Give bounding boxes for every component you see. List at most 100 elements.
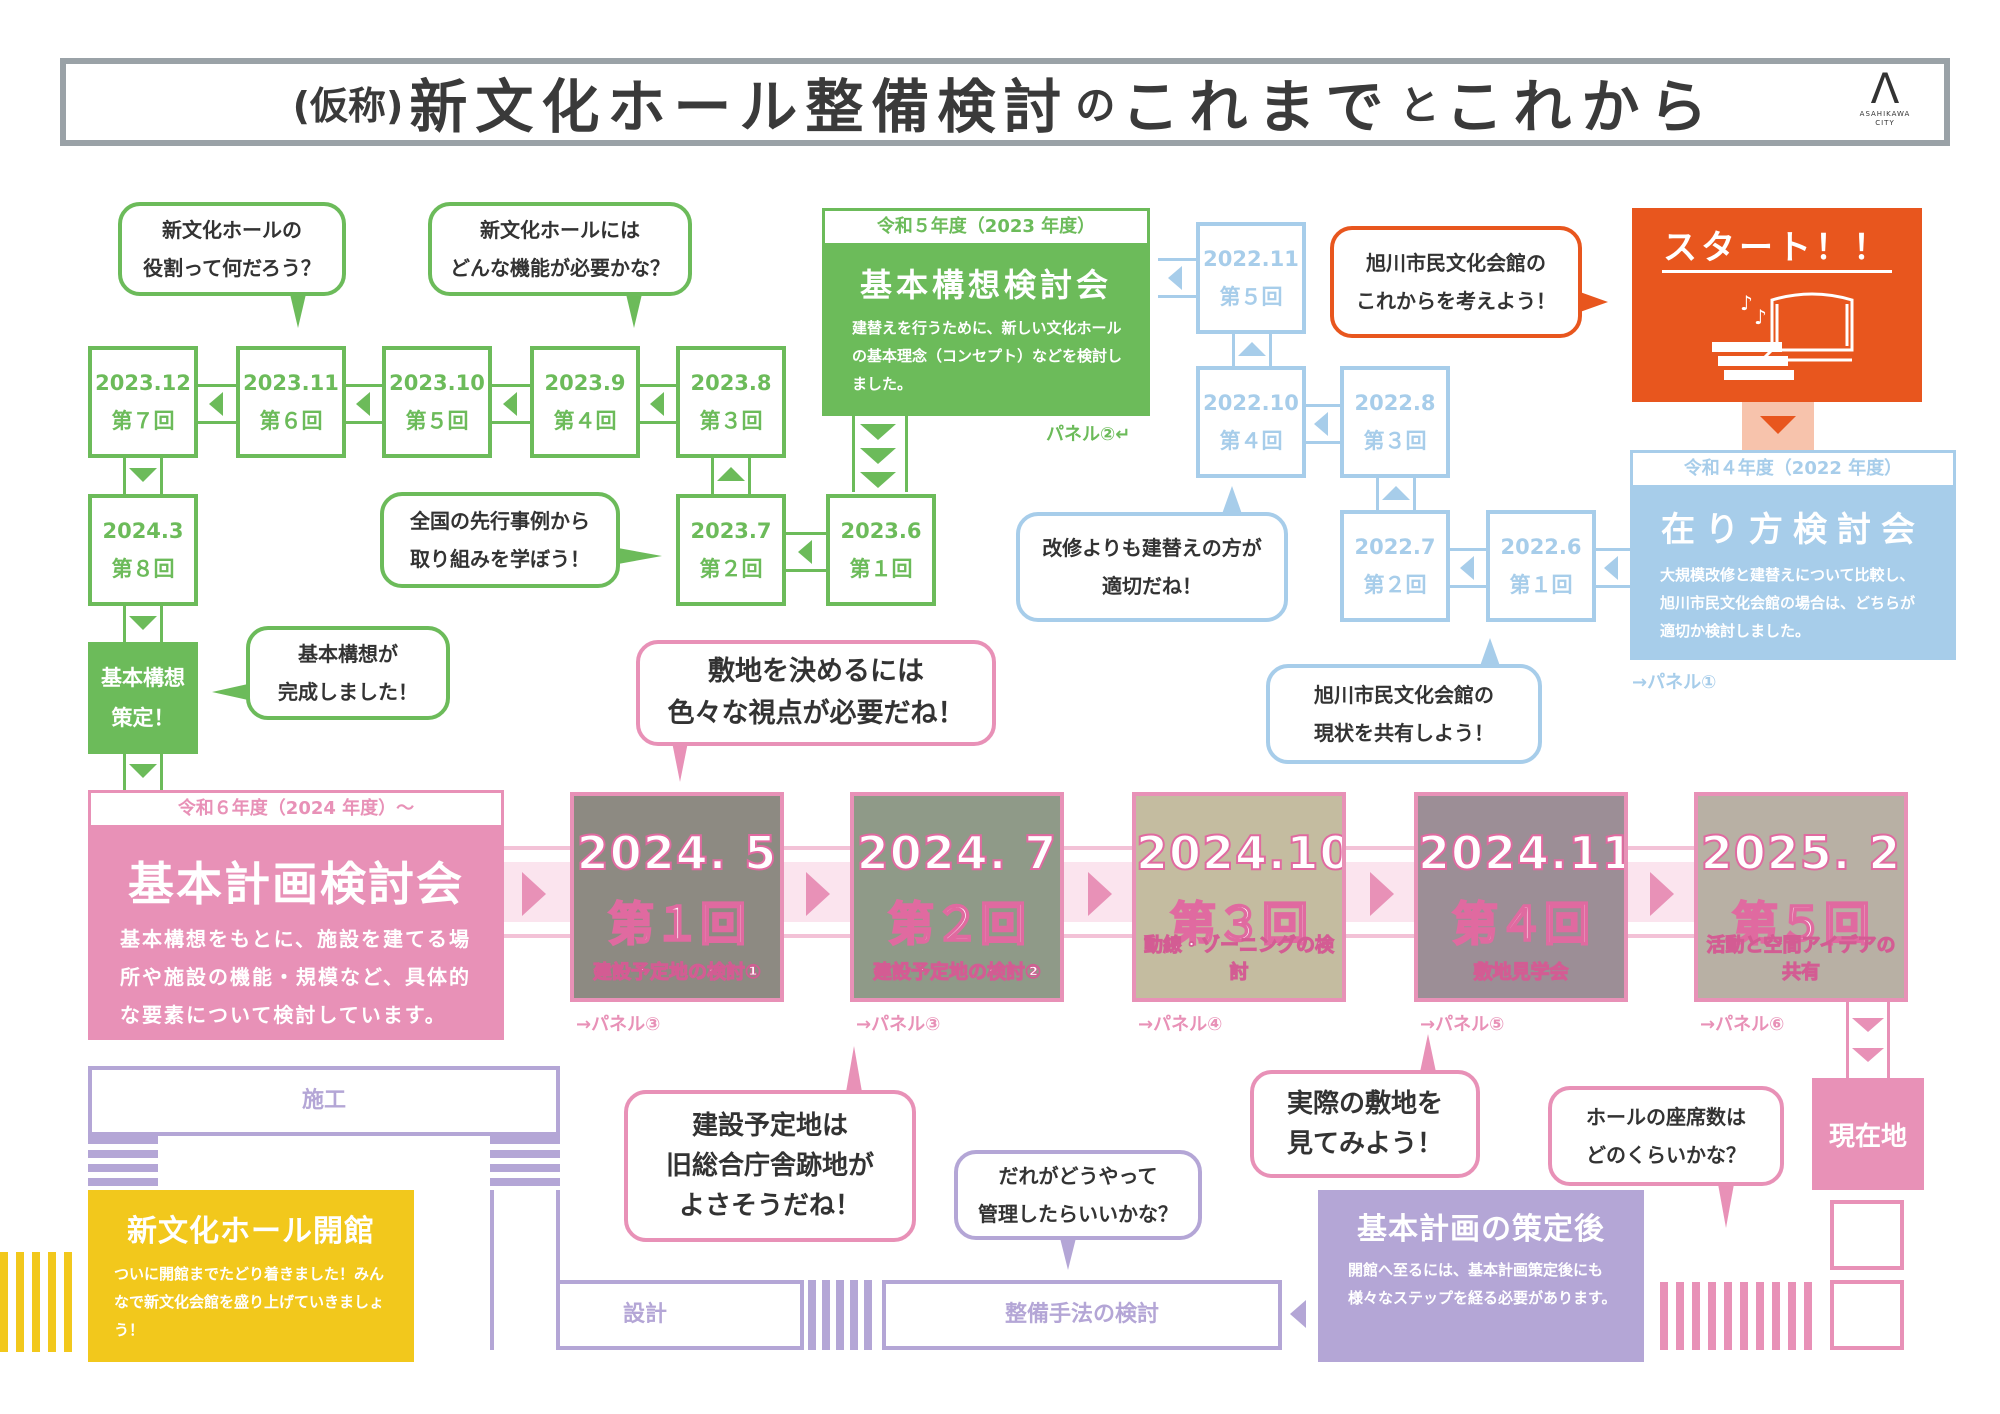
meeting-2025-2[interactable]: 2025. 2 第５回 活動と空間アイデアの共有	[1694, 792, 1908, 1002]
panel-5-text: パネル⑤	[1435, 1014, 1505, 1035]
bubble-kaishu-tail	[1222, 486, 1242, 514]
meeting-2024-5[interactable]: 2024. 5 第１回 建設予定地の検討①	[570, 792, 784, 1002]
kousou-done-box: 基本構想 策定！	[88, 642, 198, 754]
bubble-jissai-l1: 実際の敷地を	[1286, 1089, 1443, 1119]
bubble-kanri-l2: 管理したらいいかな？	[978, 1202, 1178, 1226]
bubble-kanri-tail	[1060, 1238, 1076, 1270]
green-arrow-left-e	[356, 392, 370, 416]
pink-arrow-right-5	[1650, 872, 1674, 916]
meeting-2024-11-date: 2024.11	[1418, 825, 1628, 881]
page-title: (仮称) 新文化ホール整備検討 の これまで と これから	[66, 64, 1944, 141]
bubble-kousou-done-tail	[212, 684, 248, 700]
bubble-korekara: 旭川市民文化会館の これからを考えよう！	[1330, 226, 1582, 338]
panel-6-label: →パネル⑥	[1700, 1014, 1785, 1035]
opening-panel: 新文化ホール開館 ついに開館までたどり着きました！みんなで新文化会館を盛り上げて…	[88, 1190, 414, 1362]
meeting-2025-2-photo	[1698, 796, 1904, 998]
pink-arrow-down-a	[1852, 1018, 1884, 1032]
meeting-2024-7[interactable]: 2024. 7 第２回 建設予定地の検討②	[850, 792, 1064, 1002]
meeting-2023-2[interactable]: 2023.7 第２回	[676, 494, 786, 606]
meeting-2024-5-num: 第１回	[607, 896, 747, 952]
phase-2023-panel: 基本構想検討会 建替えを行うために、新しい文化ホールの基本理念（コンセプト）など…	[822, 246, 1150, 416]
after-desc: 開館へ至るには、基本計画策定後にも様々なステップを経る必要があります。	[1348, 1261, 1617, 1307]
green-arrow-left-f	[209, 392, 223, 416]
phase-2024-desc: 基本構想をもとに、施設を建てる場所や施設の機能・規模など、具体的な要素について検…	[120, 927, 471, 1027]
bubble-function-l1: 新文化ホールには	[480, 218, 640, 242]
green-arrow-left-c	[650, 392, 664, 416]
meeting-2023-3[interactable]: 2023.8 第３回	[676, 346, 786, 458]
meeting-2025-2-num: 第５回	[1731, 896, 1871, 952]
green-arrow-down-g	[129, 468, 157, 482]
blue-arrow-left-a	[1604, 556, 1618, 580]
meeting-2023-1[interactable]: 2023.6 第１回	[826, 494, 936, 606]
meeting-2024-11[interactable]: 2024.11 第４回 敷地見学会	[1414, 792, 1628, 1002]
green-arrow-down-i	[129, 764, 157, 778]
bubble-kyusogo: 建設予定地は 旧総合庁舎跡地が よさそうだね！	[624, 1090, 916, 1242]
meeting-2023-7-date: 2023.12	[95, 371, 191, 395]
start-panel: スタート！！ ♪ ♪	[1632, 208, 1922, 402]
bubble-jissai: 実際の敷地を 見てみよう！	[1250, 1070, 1480, 1178]
bubble-jissai-tail	[1420, 1034, 1436, 1072]
blue-arrow-left-d	[1314, 412, 1328, 436]
meeting-2023-6[interactable]: 2023.11 第６回	[236, 346, 346, 458]
phase-2022-header: 令和４年度（2022 年度）	[1630, 450, 1956, 488]
after-panel: 基本計画の策定後 開館へ至るには、基本計画策定後にも様々なステップを経る必要があ…	[1318, 1190, 1644, 1362]
bubble-role-l2: 役割って何だろう？	[143, 256, 321, 280]
panel-4-text: パネル④	[1153, 1014, 1223, 1035]
green-arrow-down-1b	[860, 448, 896, 464]
bubble-role-tail	[290, 294, 306, 328]
bubble-shiten-tail	[672, 742, 688, 782]
meeting-2024-10[interactable]: 2024.10 第３回 動線・ゾーニングの検討	[1132, 792, 1346, 1002]
meeting-2023-5[interactable]: 2023.10 第５回	[382, 346, 492, 458]
panel-3b-label: →パネル③	[856, 1014, 941, 1035]
bubble-kousou-done: 基本構想が 完成しました！	[246, 626, 450, 720]
meeting-2024-5-date: 2024. 5	[576, 825, 778, 881]
panel-3a-label: →パネル③	[576, 1014, 661, 1035]
bubble-genjo-l1: 旭川市民文化会館の	[1314, 683, 1494, 707]
meeting-2022-3[interactable]: 2022.8 第３回	[1340, 366, 1450, 478]
bubble-zaseki: ホールの座席数は どのくらいかな？	[1548, 1086, 1784, 1186]
blue-arrow-left-b	[1460, 556, 1474, 580]
green-arrow-down-1c	[860, 472, 896, 488]
step-seko[interactable]: 施工	[88, 1066, 560, 1136]
meeting-2024-7-photo	[854, 796, 1060, 998]
meeting-2023-3-num: 第３回	[699, 409, 763, 433]
meeting-2024-3[interactable]: 2024.3 第８回	[88, 494, 198, 606]
bubble-zaseki-l2: どのくらいかな？	[1586, 1143, 1746, 1167]
meeting-2022-3-date: 2022.8	[1354, 391, 1436, 415]
meeting-2023-5-date: 2023.10	[389, 371, 485, 395]
panel-3a-text: パネル③	[591, 1014, 661, 1035]
meeting-2023-4[interactable]: 2023.9 第４回	[530, 346, 640, 458]
green-arrow-down-1a	[860, 424, 896, 440]
blue-arrow-up-c	[1382, 486, 1410, 500]
bubble-senko-l1: 全国の先行事例から	[410, 509, 590, 533]
meeting-2022-3-num: 第３回	[1363, 429, 1427, 453]
phase-2023-desc: 建替えを行うために、新しい文化ホールの基本理念（コンセプト）などを検討しました。	[852, 319, 1123, 393]
meeting-2023-1-num: 第１回	[849, 557, 913, 581]
step-seibi[interactable]: 整備手法の検討	[882, 1280, 1282, 1350]
meeting-2024-10-caption: 動線・ゾーニングの検討	[1143, 934, 1334, 984]
meeting-2024-3-date: 2024.3	[102, 519, 184, 543]
bubble-role: 新文化ホールの 役割って何だろう？	[118, 202, 346, 296]
meeting-2023-4-num: 第４回	[553, 409, 617, 433]
pink-arrow-down-b	[1852, 1048, 1884, 1062]
bubble-function-tail	[626, 294, 642, 328]
meeting-2023-2-date: 2023.7	[690, 519, 772, 543]
panel-5-label: →パネル⑤	[1420, 1014, 1505, 1035]
meeting-2024-7-date: 2024. 7	[856, 825, 1058, 881]
bubble-zaseki-tail	[1718, 1184, 1734, 1228]
meeting-2022-5[interactable]: 2022.11 第５回	[1196, 222, 1306, 334]
meeting-2022-4-date: 2022.10	[1203, 391, 1299, 415]
asahikawa-logo: Λ ASAHIKAWA CITY	[1855, 68, 1915, 138]
meeting-2022-1[interactable]: 2022.6 第１回	[1486, 510, 1596, 622]
meeting-2022-2[interactable]: 2022.7 第２回	[1340, 510, 1450, 622]
after-title: 基本計画の策定後	[1357, 1212, 1605, 1247]
meeting-2023-7[interactable]: 2023.12 第７回	[88, 346, 198, 458]
meeting-2024-11-photo	[1418, 796, 1624, 998]
bubble-zaseki-l1: ホールの座席数は	[1586, 1105, 1746, 1129]
pink-arrow-right-3	[1088, 872, 1112, 916]
panel-6-text: パネル⑥	[1715, 1014, 1785, 1035]
meeting-2022-4[interactable]: 2022.10 第４回	[1196, 366, 1306, 478]
meeting-2022-1-num: 第１回	[1509, 573, 1573, 597]
meeting-2024-10-date: 2024.10	[1136, 825, 1346, 881]
meeting-2022-2-num: 第２回	[1363, 573, 1427, 597]
